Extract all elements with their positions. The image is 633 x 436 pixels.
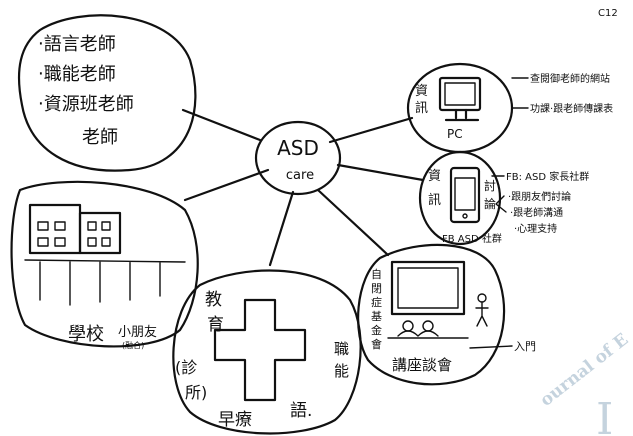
clinic-label-2: 所): [185, 383, 207, 402]
foundation-char-5: 金: [371, 323, 382, 337]
school-tiny-label: (融合): [122, 340, 144, 350]
early-intervention-label: 早療: [218, 410, 252, 430]
connector-fb: [338, 165, 423, 180]
pc-device-label: PC: [447, 127, 463, 141]
center-node: ASD care: [256, 122, 340, 194]
teacher-item-speech: ‧語言老師: [38, 34, 116, 55]
teachers-title: 老師: [82, 127, 118, 148]
connector-clinic: [270, 192, 293, 265]
center-title-asd: ASD: [277, 136, 319, 160]
page-code: C12: [598, 8, 618, 19]
clinic-edu-1: 教: [205, 290, 222, 310]
foundation-node: 自 閉 症 基 金 會 入門 講座談會: [358, 245, 536, 384]
monitor-icon: [440, 78, 480, 120]
fb-note-3: ‧跟老師溝通: [510, 206, 563, 219]
fb-discuss-label-2: 論: [484, 196, 496, 211]
school-building-icon: [25, 205, 185, 305]
teacher-item-ot: ‧職能老師: [38, 64, 116, 85]
foundation-event-label: 講座談會: [392, 356, 452, 374]
teachers-node: ‧語言老師 ‧職能老師 ‧資源班老師 老師: [19, 15, 195, 170]
foundation-arrow-line: [470, 346, 512, 348]
connector-foundation: [318, 190, 388, 255]
speech-label: 語.: [290, 401, 312, 421]
school-label: 學校: [68, 324, 104, 345]
school-sub-label: 小朋友: [118, 324, 157, 340]
foundation-char-6: 會: [371, 337, 382, 351]
fb-note-2: ‧跟朋友們討論: [508, 190, 571, 203]
clinic-label-1: (診: [175, 358, 197, 377]
journal-watermark: ournal of E I: [536, 330, 632, 436]
connector-lines: [183, 110, 423, 265]
fb-note-4: ‧心理支持: [514, 222, 557, 235]
connector-school: [185, 170, 268, 200]
watermark-letter: I: [596, 394, 613, 436]
connector-pc: [330, 118, 412, 142]
presentation-screen-icon: [388, 262, 488, 338]
teacher-item-resource: ‧資源班老師: [38, 94, 134, 115]
foundation-char-2: 閉: [371, 282, 382, 295]
pc-side-label-2: 訊: [415, 101, 428, 116]
clinic-node: 教 育 (診 所) 早療 語. 職 能: [173, 271, 360, 434]
fb-discuss-label-1: 討: [484, 178, 496, 193]
foundation-arrow-note: 入門: [514, 340, 536, 353]
fb-note-brace: [496, 196, 506, 212]
fb-info-node: 資 訊 討 論 FB ASD 社群 FB: ASD 家長社群 ‧跟朋友們討論 ‧…: [420, 152, 589, 245]
foundation-char-3: 症: [371, 295, 382, 309]
pc-side-label-1: 資: [415, 84, 428, 99]
ot-label-1: 職: [334, 340, 349, 358]
pc-note-1: 查閱御老師的網站: [530, 72, 610, 85]
medical-cross-icon: [215, 300, 305, 400]
foundation-char-1: 自: [371, 268, 382, 281]
fb-device-label: FB ASD 社群: [442, 232, 502, 245]
clinic-edu-2: 育: [207, 315, 224, 335]
fb-side-label-1: 資: [428, 169, 441, 184]
watermark-text: ournal of E: [536, 330, 632, 411]
ot-label-2: 能: [334, 362, 349, 380]
fb-note-1: FB: ASD 家長社群: [506, 170, 589, 183]
phone-icon: [451, 168, 479, 222]
foundation-side-label: 自 閉 症 基 金 會: [371, 268, 382, 351]
pc-note-2: 功課‧跟老師傳課表: [530, 102, 613, 115]
clinic-bubble: [173, 271, 360, 434]
school-node: 學校 小朋友 (融合): [12, 182, 198, 350]
fb-side-label-2: 訊: [428, 193, 441, 208]
pc-info-node: 資 訊 PC 查閱御老師的網站 功課‧跟老師傳課表: [408, 64, 613, 152]
center-title-care: care: [286, 168, 314, 183]
foundation-char-4: 基: [371, 310, 382, 323]
